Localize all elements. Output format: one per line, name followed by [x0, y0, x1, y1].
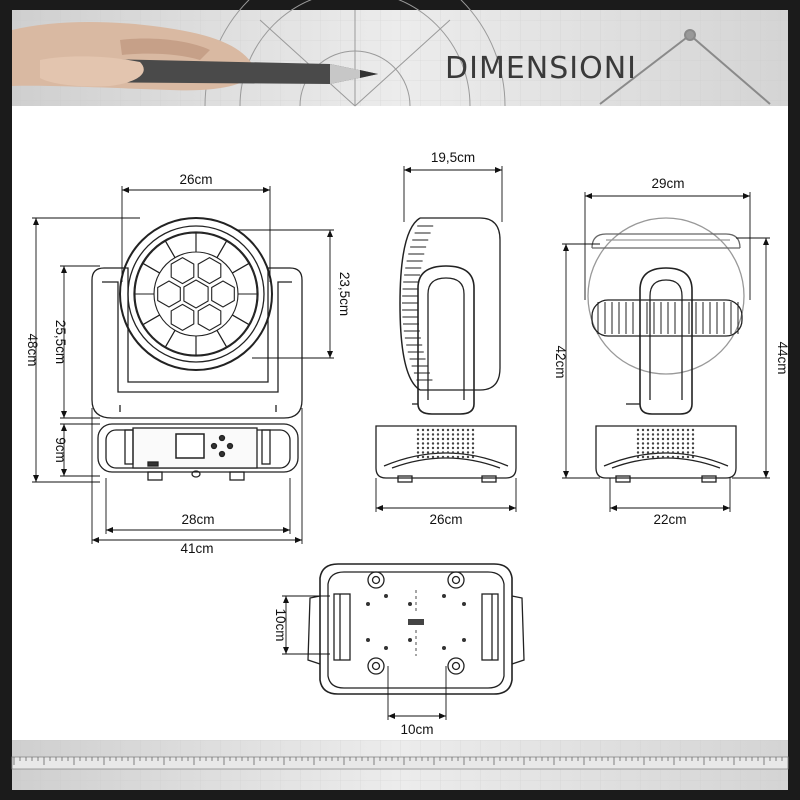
bottom-hole-height-label: 10cm: [273, 608, 288, 641]
front-head-width-label: 26cm: [179, 172, 212, 187]
pencil-icon: [12, 21, 378, 91]
lens-inner: [170, 303, 195, 332]
dimension-labels: 26cm 23,5cm 48cm 25,5cm 9cm 28cm 41cm 19…: [25, 150, 790, 737]
inner-panel: [12, 10, 788, 790]
back-base-width-label: 22cm: [653, 512, 686, 527]
lens-outer: [231, 262, 258, 295]
side-base-width-label: 26cm: [429, 512, 462, 527]
lens-inner: [211, 280, 235, 308]
lens-inner: [197, 256, 222, 285]
top-banner: DIMENSIONI: [12, 0, 788, 107]
bottom-view: [307, 563, 525, 695]
back-right-height-label: 44cm: [775, 341, 790, 374]
front-total-width-label: 41cm: [180, 541, 213, 556]
front-total-height-label: 48cm: [25, 333, 40, 366]
back-head-width-label: 29cm: [651, 176, 684, 191]
side-view: [375, 217, 517, 483]
back-view: [587, 217, 745, 483]
lens-inner: [197, 303, 222, 332]
back-left-height-label: 42cm: [553, 345, 568, 378]
front-yoke-height-label: 25,5cm: [53, 320, 68, 364]
side-head-width-label: 19,5cm: [431, 150, 475, 165]
front-base-height-label: 9cm: [53, 437, 68, 463]
protractor-icon: [204, 0, 506, 107]
page-title: DIMENSIONI: [445, 51, 637, 86]
front-head-height-label: 23,5cm: [337, 272, 352, 316]
lens-inner: [157, 280, 181, 308]
bottom-hole-width-label: 10cm: [400, 722, 433, 737]
lens-inner: [170, 256, 195, 285]
dimension-lines: [32, 166, 770, 720]
front-base-width-label: 28cm: [181, 512, 214, 527]
front-view: [91, 217, 303, 481]
lens-center: [183, 279, 209, 309]
compass-icon: [599, 29, 771, 105]
ruler-icon: [11, 740, 789, 790]
